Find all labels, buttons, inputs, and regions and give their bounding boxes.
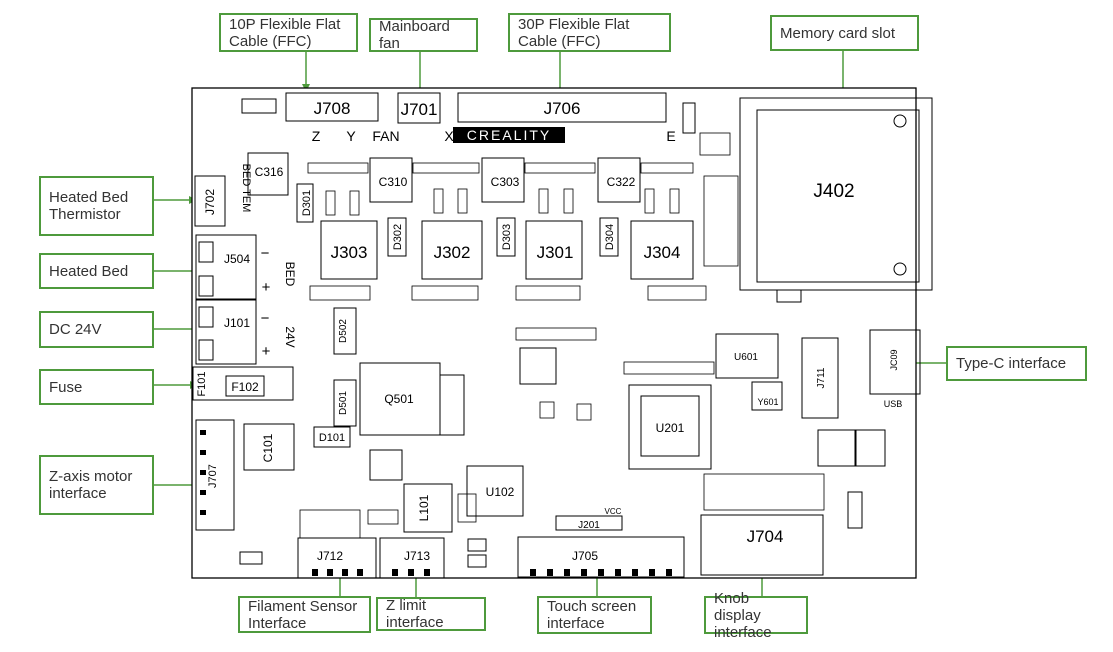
- callout-mainboard-fan-text: Mainboard fan: [379, 18, 450, 52]
- d101-label: D101: [319, 432, 345, 444]
- callout-knob-display: Knob display interface: [704, 590, 808, 641]
- callout-z-limit-text: Z limit interface: [386, 597, 444, 631]
- callout-type-c: Type-C interface: [946, 346, 1087, 381]
- silk-bed-tem: BED TEM: [240, 164, 252, 213]
- d303-label: D303: [501, 224, 513, 250]
- j302-label: J302: [434, 243, 471, 262]
- j704-label: J704: [747, 527, 784, 546]
- board-outline: [191, 87, 917, 579]
- silk-e: E: [666, 128, 675, 144]
- f101-label: F101: [196, 371, 208, 396]
- j301-label: J301: [537, 243, 574, 262]
- q501-label: Q501: [384, 392, 414, 406]
- connector-pins: [200, 430, 672, 576]
- j504-label: J504: [224, 252, 250, 266]
- c310-label: C310: [379, 175, 408, 189]
- callout-mainboard-fan: Mainboard fan: [369, 18, 478, 52]
- j701-label: J701: [401, 100, 438, 119]
- callout-filament-sensor: Filament Sensor Interface: [238, 596, 371, 633]
- f102-label: F102: [231, 380, 259, 394]
- j706-label: J706: [544, 99, 581, 118]
- d302-label: D302: [392, 224, 404, 250]
- jc09-label: JC09: [889, 349, 899, 370]
- y601-label: Y601: [757, 397, 778, 407]
- callout-10p-ffc-text: 10P Flexible Flat Cable (FFC): [229, 15, 341, 50]
- j304-label: J304: [644, 243, 681, 262]
- silk-x: X: [444, 128, 454, 144]
- callout-30p-ffc-text: 30P Flexible Flat Cable (FFC): [518, 15, 630, 50]
- callout-memory-card-slot-text: Memory card slot: [780, 24, 896, 42]
- c322-label: C322: [607, 175, 636, 189]
- silk-plus-bed: +: [262, 279, 271, 296]
- brand-logo: CREALITY: [467, 127, 551, 143]
- l101-label: L101: [417, 494, 431, 521]
- d501-label: D501: [338, 391, 349, 415]
- silk-minus-24v: −: [261, 310, 270, 327]
- callout-heated-bed-text: Heated Bed: [49, 262, 129, 280]
- callout-z-limit: Z limit interface: [376, 597, 486, 631]
- j708-label: J708: [314, 99, 351, 118]
- board-shapes: [192, 92, 933, 579]
- callout-type-c-text: Type-C interface: [956, 355, 1067, 372]
- silk-y: Y: [346, 128, 356, 144]
- j201-label: J201: [578, 520, 600, 531]
- callout-touch-screen-text: Touch screen interface: [547, 598, 637, 632]
- callout-10p-ffc: 10P Flexible Flat Cable (FFC): [219, 13, 358, 52]
- brand-banner: [453, 127, 565, 143]
- callout-30p-ffc: 30P Flexible Flat Cable (FFC): [508, 13, 671, 52]
- u201-label: U201: [656, 421, 685, 435]
- smd-components: [299, 132, 825, 539]
- callout-heated-bed: Heated Bed: [39, 253, 154, 289]
- d304-label: D304: [604, 224, 616, 250]
- callout-heated-bed-thermistor: Heated Bed Thermistor: [39, 176, 154, 236]
- callout-knob-display-text: Knob display interface: [714, 589, 772, 641]
- j705-label: J705: [572, 549, 598, 563]
- silk-z: Z: [312, 128, 321, 144]
- c101-label: C101: [261, 433, 275, 462]
- callout-dc24v: DC 24V: [39, 311, 154, 348]
- j402-label: J402: [813, 181, 854, 202]
- callout-z-axis-motor: Z-axis motor interface: [39, 455, 154, 515]
- callout-heated-bed-thermistor-text: Heated Bed Thermistor: [49, 189, 129, 223]
- j702-label: J702: [203, 189, 217, 215]
- c316-label: C316: [255, 165, 284, 179]
- callout-fuse: Fuse: [39, 369, 154, 405]
- silk-usb: USB: [884, 399, 903, 409]
- j712-label: J712: [317, 549, 343, 563]
- c303-label: C303: [491, 175, 520, 189]
- d301-label: D301: [301, 190, 313, 216]
- callout-touch-screen: Touch screen interface: [537, 596, 652, 634]
- silk-plus-24v: +: [262, 343, 271, 360]
- j707-label: J707: [207, 464, 219, 488]
- silk-fan: FAN: [372, 128, 399, 144]
- callout-filament-sensor-text: Filament Sensor Interface: [248, 597, 358, 632]
- silk-24v: 24V: [283, 326, 297, 347]
- j303-label: J303: [331, 243, 368, 262]
- silk-labels: J708 J701 J706 CREALITY Z Y FAN X E J402…: [196, 99, 902, 563]
- silk-minus-bed: −: [261, 245, 270, 262]
- callout-dc24v-text: DC 24V: [49, 321, 102, 338]
- d502-label: D502: [338, 319, 349, 343]
- silk-vcc: VCC: [605, 507, 622, 516]
- callout-fuse-text: Fuse: [49, 378, 83, 396]
- j101-label: J101: [224, 316, 250, 330]
- u601-label: U601: [734, 352, 758, 363]
- silk-bed: BED: [283, 262, 297, 287]
- callout-memory-card-slot: Memory card slot: [770, 15, 919, 51]
- callout-z-axis-motor-text: Z-axis motor interface: [49, 468, 133, 502]
- j711-label: J711: [816, 367, 827, 388]
- j713-label: J713: [404, 549, 430, 563]
- u102-label: U102: [486, 485, 515, 499]
